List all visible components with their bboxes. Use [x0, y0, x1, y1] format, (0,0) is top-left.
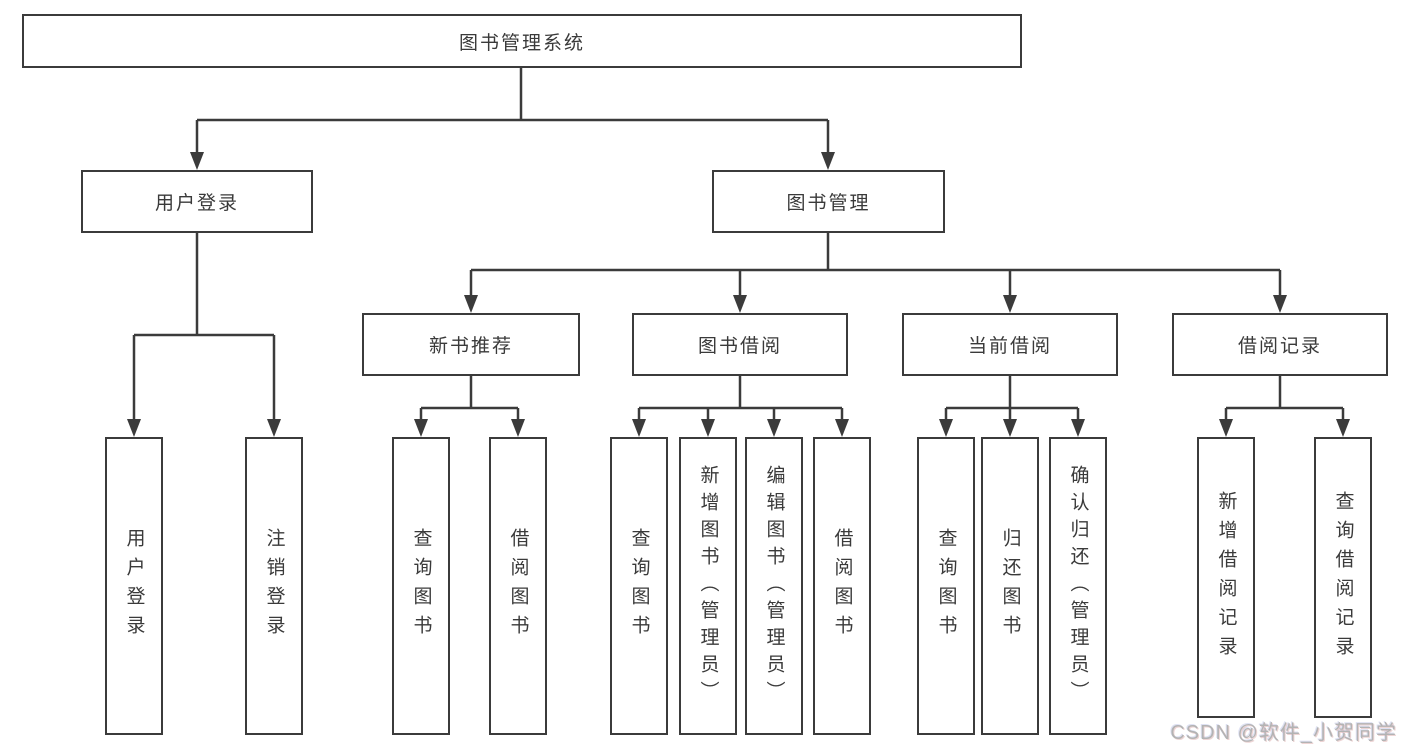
leaf-add-books-admin: 新增图书（管理员） [679, 437, 737, 735]
leaf-add-books-admin-label: 新增图书（管理员） [697, 464, 719, 708]
node-borrow-records: 借阅记录 [1172, 313, 1388, 376]
leaf-edit-books-admin-label: 编辑图书（管理员） [763, 464, 785, 708]
leaf-edit-books-admin: 编辑图书（管理员） [745, 437, 803, 735]
node-new-book-recommend: 新书推荐 [362, 313, 580, 376]
node-root: 图书管理系统 [22, 14, 1022, 68]
node-book-borrow-label: 图书借阅 [697, 336, 782, 357]
leaf-query-books-borrow-label: 查询图书 [628, 528, 650, 644]
leaf-confirm-return-admin-label: 确认归还（管理员） [1067, 464, 1089, 708]
leaf-return-books: 归还图书 [981, 437, 1039, 735]
node-borrow-records-label: 借阅记录 [1237, 336, 1322, 357]
node-book-management-label: 图书管理 [786, 193, 871, 214]
leaf-add-borrow-record: 新增借阅记录 [1197, 437, 1255, 718]
leaf-add-borrow-record-label: 新增借阅记录 [1215, 490, 1237, 665]
leaf-user-login-label: 用户登录 [123, 528, 145, 644]
leaf-confirm-return-admin: 确认归还（管理员） [1049, 437, 1107, 735]
leaf-borrow-books-label: 借阅图书 [831, 528, 853, 644]
leaf-logout: 注销登录 [245, 437, 303, 735]
leaf-query-books-recommend: 查询图书 [392, 437, 450, 735]
leaf-borrow-books-recommend: 借阅图书 [489, 437, 547, 735]
leaf-query-books-borrow: 查询图书 [610, 437, 668, 735]
leaf-query-books-current-label: 查询图书 [935, 528, 957, 644]
leaf-query-borrow-record: 查询借阅记录 [1314, 437, 1372, 718]
node-current-borrow: 当前借阅 [902, 313, 1118, 376]
node-current-borrow-label: 当前借阅 [967, 336, 1052, 357]
leaf-query-borrow-record-label: 查询借阅记录 [1332, 490, 1354, 665]
csdn-watermark: CSDN @软件_小贺同学 [1170, 722, 1397, 744]
leaf-borrow-books-recommend-label: 借阅图书 [507, 528, 529, 644]
node-root-label: 图书管理系统 [458, 32, 585, 54]
node-new-book-recommend-label: 新书推荐 [428, 336, 513, 357]
arrowheads [127, 152, 1350, 437]
leaf-query-books-recommend-label: 查询图书 [410, 528, 432, 644]
node-book-management: 图书管理 [712, 170, 945, 233]
node-user-login-label: 用户登录 [154, 193, 239, 214]
node-user-login: 用户登录 [81, 170, 313, 233]
leaf-logout-label: 注销登录 [263, 528, 285, 644]
leaf-query-books-current: 查询图书 [917, 437, 975, 735]
node-book-borrow: 图书借阅 [632, 313, 848, 376]
leaf-borrow-books: 借阅图书 [813, 437, 871, 735]
leaf-user-login: 用户登录 [105, 437, 163, 735]
leaf-return-books-label: 归还图书 [999, 528, 1021, 644]
